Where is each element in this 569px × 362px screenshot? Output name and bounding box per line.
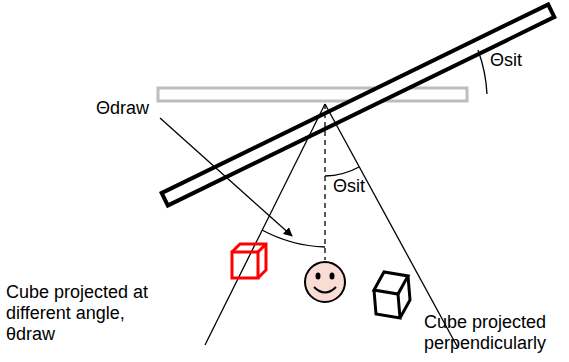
pointer-arrow (160, 118, 292, 236)
caption-note: Cube projected perpendicularly (424, 312, 564, 354)
angle-label: Θsit (490, 50, 565, 71)
angle-arc (478, 50, 487, 94)
cube-perpendicular (374, 272, 410, 318)
viewer-face (305, 262, 345, 302)
angle-arc (325, 167, 359, 176)
cube-angled (232, 244, 266, 278)
projection-line (325, 104, 458, 348)
screen-upright (158, 88, 467, 101)
angle-arc (262, 230, 325, 247)
screen-tilted (162, 4, 555, 205)
projection-line (205, 104, 325, 345)
normal-line (324, 104, 325, 260)
angle-label: Θdraw (96, 98, 171, 119)
angle-label: Θsit (333, 176, 393, 197)
caption-note: Cube projected at different angle, θdraw (6, 282, 156, 345)
